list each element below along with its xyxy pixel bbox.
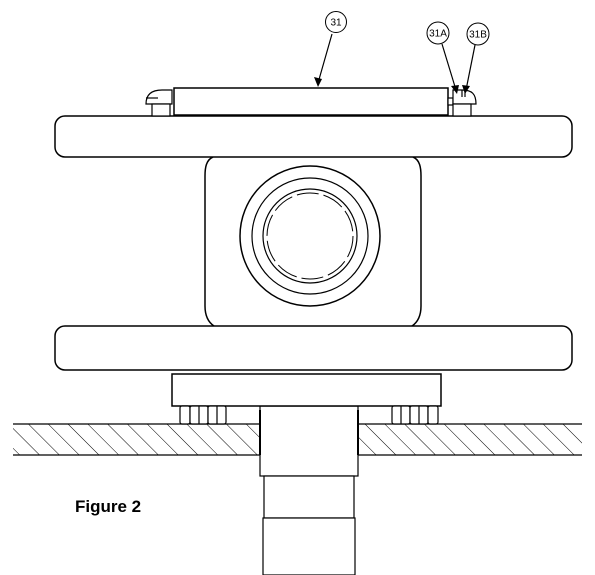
floor-right <box>358 423 582 456</box>
callout-31b: 31B <box>462 22 490 94</box>
floor-left <box>13 423 260 456</box>
screw-left <box>145 89 173 117</box>
lower-flange <box>54 325 573 371</box>
figure-caption: Figure 2 <box>75 497 142 516</box>
screw-right <box>447 89 477 117</box>
bolt-right <box>391 405 439 425</box>
callout-31: 31 <box>314 11 347 87</box>
center-body <box>204 156 422 327</box>
callout-31b-label: 31B <box>469 30 487 41</box>
top-plate-31 <box>173 87 449 116</box>
base-plate <box>171 373 442 407</box>
shaft <box>259 405 359 575</box>
callout-31-label: 31 <box>330 18 342 29</box>
bearing <box>239 165 381 307</box>
bolt-left <box>179 405 227 425</box>
callout-31a: 31A <box>426 21 459 94</box>
callout-31a-label: 31A <box>429 29 447 40</box>
upper-flange <box>54 115 573 158</box>
